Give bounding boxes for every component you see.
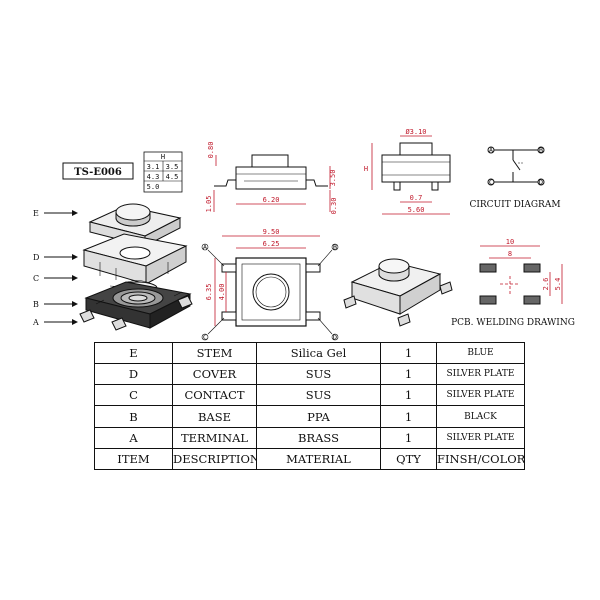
dim-top-400: 4.00 [218,284,226,301]
bom-finish: SILVER PLATE [436,384,525,407]
dim-front-105: 1.05 [205,196,213,213]
bom-header-finish: FINSH/COLOR [436,447,525,471]
bom-header-description: DESCRIPTION [172,447,257,471]
size-cell-2-1: 4.3 [147,173,160,181]
bom-item: A [94,426,173,449]
bom-material: Silica Gel [256,341,381,365]
circuit-terminal-b: B [539,147,543,155]
bom-qty: 1 [380,405,437,428]
bom-header-qty: QTY [380,447,437,471]
bom-description: BASE [172,405,257,428]
bom-material: SUS [256,363,381,386]
bom-qty: 1 [380,363,437,386]
svg-text:D: D [33,253,39,262]
size-cell-2-2: 4.5 [166,173,179,181]
bom-material: SUS [256,384,381,407]
top-terminal-d: D [333,334,337,342]
exploded-label-e: E [33,209,78,218]
pcb-welding-drawing: 10 8 2.6 5.4 PCB. WELDING DRAWING [451,238,575,328]
exploded-view: E D C B A [32,203,193,331]
top-view: A B C D 9.50 6.25 6.35 4.00 [201,228,339,342]
bom-item: C [94,384,173,407]
svg-text:A: A [32,318,39,327]
part-d-cover [82,233,188,285]
bom-header-item: ITEM [94,447,173,471]
size-cell-1-2: 3.5 [166,163,179,171]
dim-front-350: 3.50 [329,170,337,187]
exploded-label-c: C [33,274,78,283]
circuit-caption: CIRCUIT DIAGRAM [469,200,560,210]
circuit-terminal-c: C [489,179,493,187]
svg-text:B: B [33,300,39,309]
model-text: TS-E006 [74,167,122,178]
dim-side-dia: Ø3.10 [405,128,426,136]
pcb-caption: PCB. WELDING DRAWING [451,318,575,328]
circuit-terminal-d: D [539,179,543,187]
front-view: 0.80 3.50 6.20 1.05 0.30 [205,142,338,215]
bom-description: TERMINAL [172,426,257,449]
dim-top-635: 6.35 [205,284,213,301]
table-row: C CONTACT SUS 1 SILVER PLATE [94,384,525,407]
bom-qty: 1 [380,341,437,365]
bom-description: STEM [172,341,257,365]
bom-qty: 1 [380,384,437,407]
bom-description: COVER [172,363,257,386]
exploded-label-a: A [32,318,78,327]
top-terminal-b: B [333,244,337,252]
part-b-base [84,281,192,329]
bom-qty: 1 [380,426,437,449]
top-terminal-c: C [203,334,207,342]
dim-front-620: 6.20 [263,196,280,204]
size-cell-3-1: 5.0 [147,183,160,191]
size-table-header: H [161,153,165,161]
dim-side-07: 0.7 [410,194,423,202]
bom-finish: SILVER PLATE [436,363,525,386]
bom-finish: BLUE [436,341,525,365]
dim-pcb-8: 8 [508,250,512,258]
table-row: B BASE PPA 1 BLACK [94,405,525,428]
table-row: D COVER SUS 1 SILVER PLATE [94,363,525,386]
dim-front-080: 0.80 [207,142,215,159]
bom-material: PPA [256,405,381,428]
dim-pcb-26: 2.6 [542,278,550,291]
model-label: TS-E006 [62,162,134,180]
dim-pcb-10: 10 [506,238,514,246]
bom-item: D [94,363,173,386]
dim-side-560: 5.60 [408,206,425,214]
bom-description: CONTACT [172,384,257,407]
svg-text:C: C [33,274,39,283]
part-e-stem [88,203,182,247]
bom-material: BRASS [256,426,381,449]
assembled-view [343,258,453,327]
dim-top-625: 6.25 [263,240,280,248]
table-row: E STEM Silica Gel 1 BLUE [94,341,525,365]
bom-header-material: MATERIAL [256,447,381,471]
bom-finish: BLACK [436,405,525,428]
svg-text:E: E [33,209,39,218]
bom-item: B [94,405,173,428]
size-cell-1-1: 3.1 [147,163,160,171]
top-terminal-a: A [203,244,208,252]
dim-top-950: 9.50 [263,228,280,236]
bom-table: E STEM Silica Gel 1 BLUE D COVER SUS 1 S… [94,341,525,471]
bom-item: E [94,341,173,365]
circuit-terminal-a: A [489,147,494,155]
size-table: H 3.1 3.5 4.3 4.5 5.0 [143,151,183,193]
dim-pcb-54: 5.4 [554,278,562,291]
bom-finish: SILVER PLATE [436,426,525,449]
part-a-terminal [79,295,193,331]
side-view: Ø3.10 H 0.7 5.60 [364,128,451,215]
table-row: A TERMINAL BRASS 1 SILVER PLATE [94,426,525,449]
exploded-label-d: D [33,253,78,262]
table-header-row: ITEM DESCRIPTION MATERIAL QTY FINSH/COLO… [94,447,525,471]
circuit-diagram: A B C D CIRCUIT DIAGRAM [469,146,561,210]
dim-side-h: H [364,165,368,173]
exploded-label-b: B [33,300,78,309]
dim-front-030: 0.30 [330,198,338,215]
